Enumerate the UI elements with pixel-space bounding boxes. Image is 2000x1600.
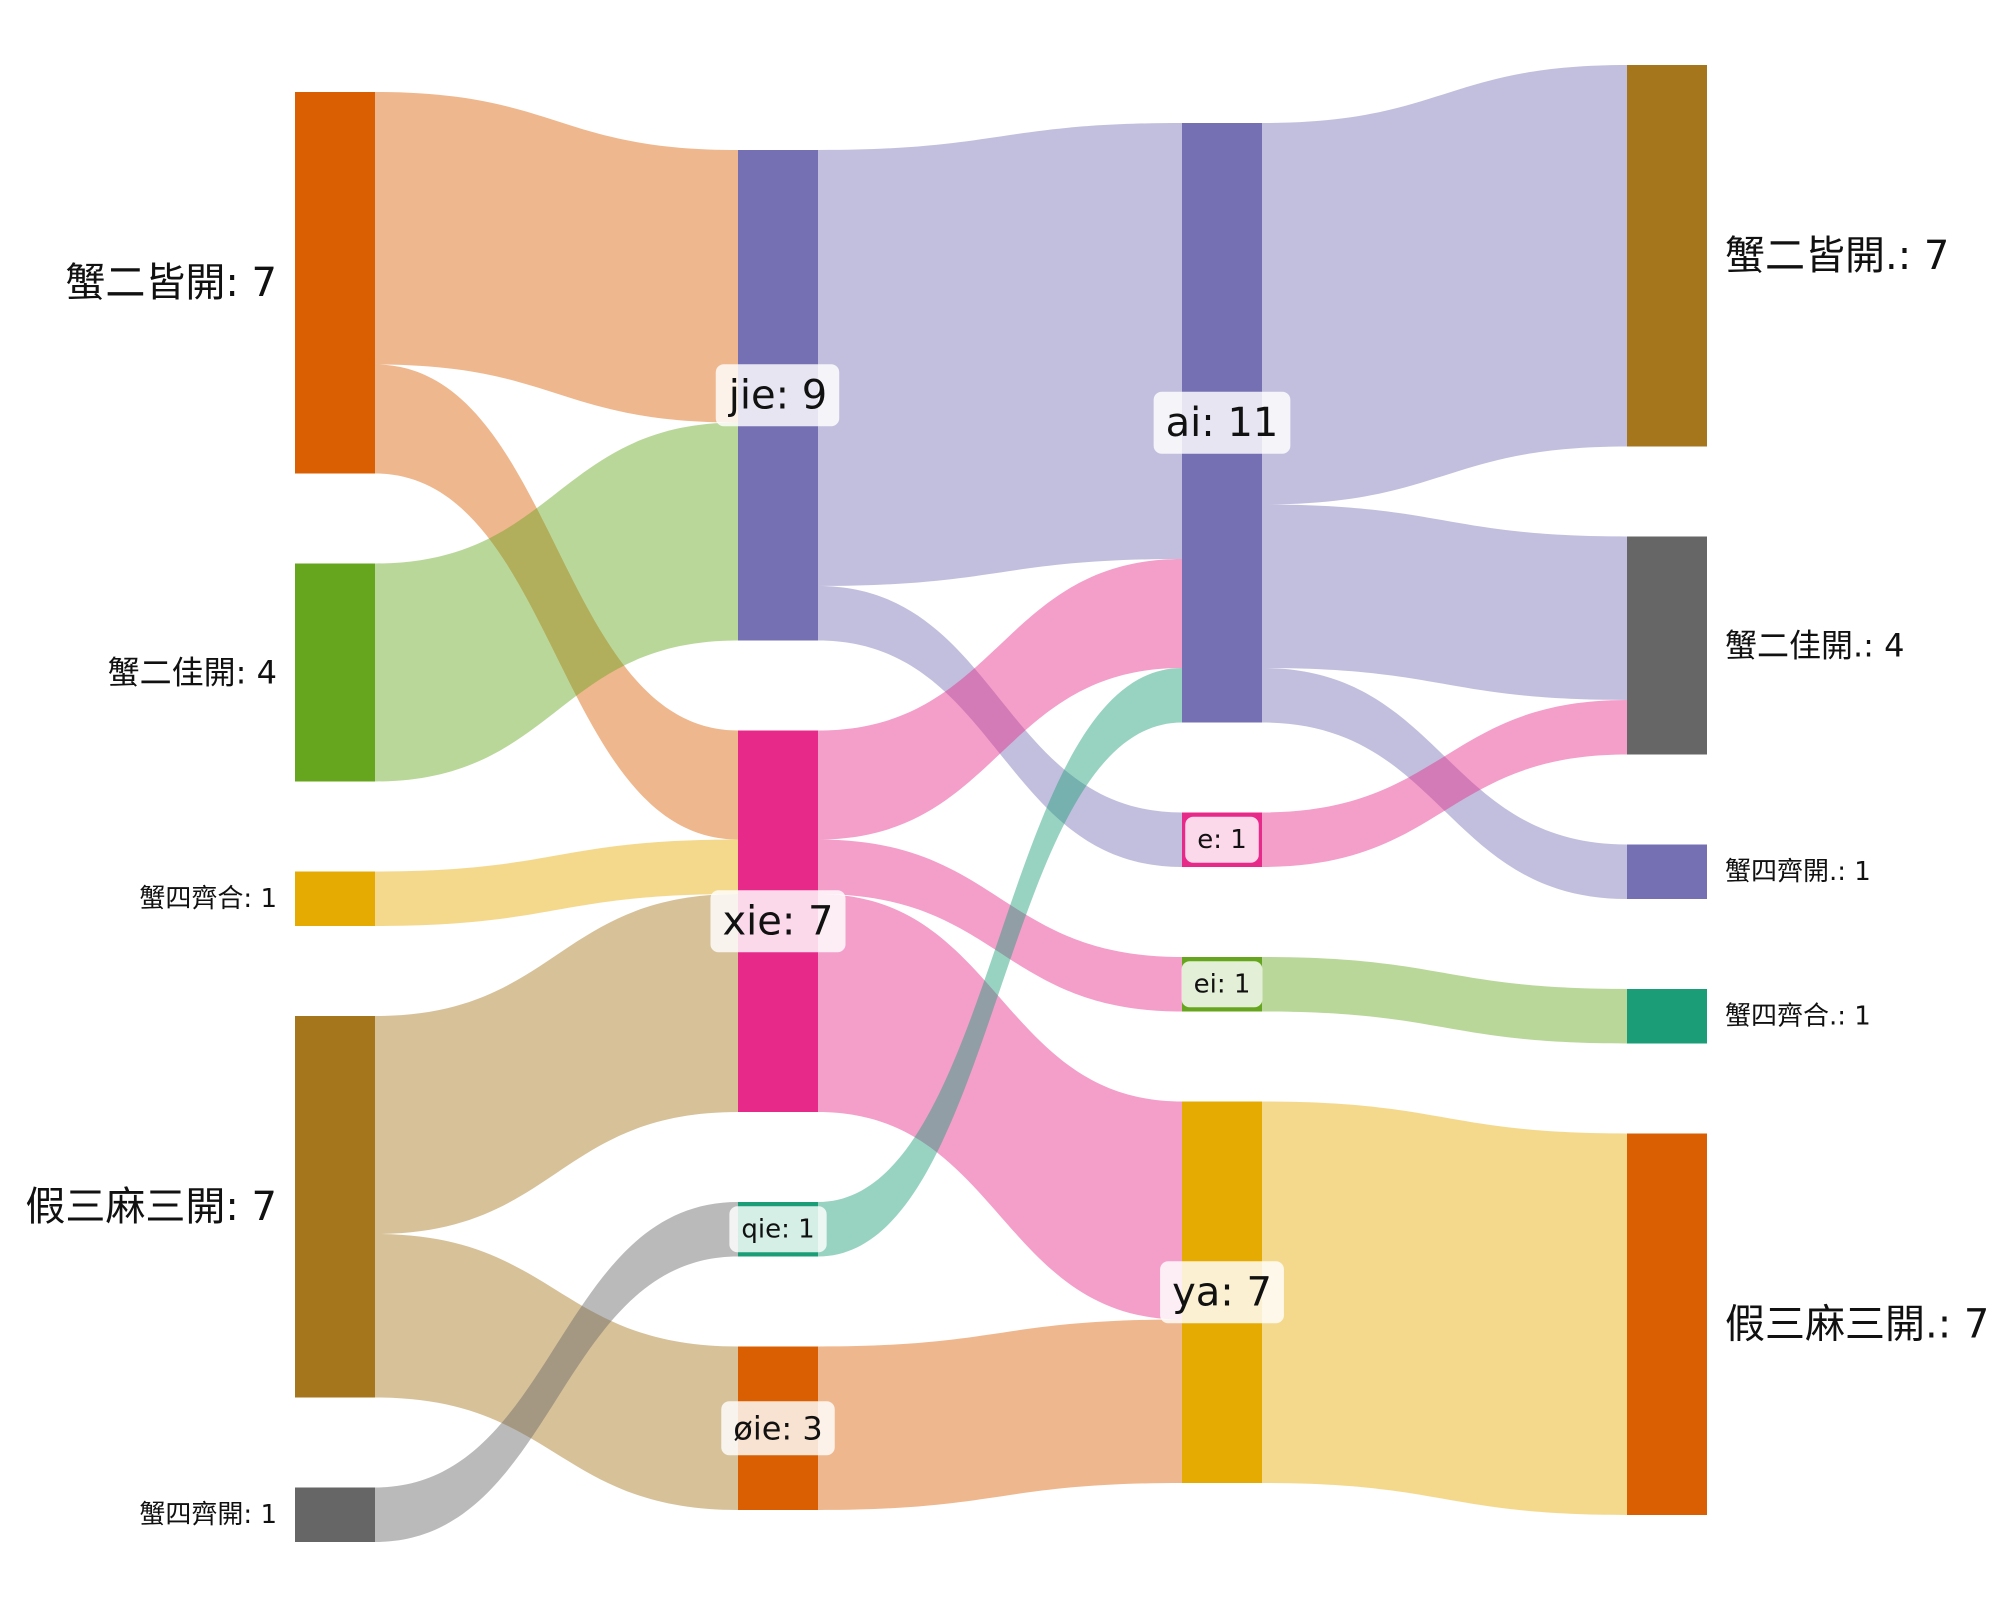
- link-layer: [375, 65, 1627, 1542]
- node-label: ai: 11: [1166, 400, 1279, 446]
- node-label: 蟹四齊開: 1: [139, 1500, 277, 1530]
- sankey-link: [1262, 700, 1627, 867]
- sankey-link: [1262, 957, 1627, 1044]
- node-label-background: [721, 1401, 835, 1456]
- node-label-background: [1153, 391, 1291, 454]
- sankey-link: [375, 839, 738, 926]
- sankey-node: [295, 1487, 375, 1542]
- sankey-link: [1262, 65, 1627, 505]
- node-label: ya: 7: [1172, 1269, 1272, 1315]
- sankey-link: [1262, 504, 1627, 700]
- node-label: xie: 7: [722, 898, 833, 944]
- node-label-background: [1181, 961, 1263, 1008]
- node-label: e: 1: [1197, 825, 1247, 855]
- sankey-node: [295, 563, 375, 782]
- node-label: 蟹四齊開.: 1: [1725, 857, 1871, 887]
- sankey-link: [375, 92, 738, 423]
- sankey-node: [295, 1016, 375, 1398]
- node-label: 蟹四齊合: 1: [139, 884, 277, 914]
- node-label: øie: 3: [733, 1409, 822, 1447]
- sankey-link: [818, 559, 1182, 840]
- node-label: 假三麻三開.: 7: [1725, 1301, 1989, 1347]
- node-layer: [295, 65, 1707, 1542]
- node-label: ei: 1: [1194, 969, 1251, 999]
- sankey-link: [375, 894, 738, 1234]
- sankey-link: [1262, 668, 1627, 899]
- sankey-link: [1262, 1101, 1627, 1515]
- node-label: 蟹二佳開.: 4: [1725, 627, 1905, 665]
- sankey-link: [818, 1319, 1182, 1510]
- node-label-background: [1185, 816, 1259, 863]
- node-label: jie: 9: [728, 372, 827, 418]
- node-label: 假三麻三開: 7: [25, 1184, 277, 1230]
- sankey-link: [375, 422, 738, 782]
- sankey-link: [375, 364, 738, 840]
- sankey-node: [1627, 536, 1707, 755]
- sankey-node: [1627, 844, 1707, 899]
- node-label: qie: 1: [741, 1214, 814, 1244]
- node-label-background: [715, 364, 840, 427]
- sankey-link: [375, 1234, 738, 1510]
- sankey-link: [818, 668, 1182, 1257]
- sankey-node: [1627, 989, 1707, 1044]
- sankey-link: [818, 839, 1182, 1012]
- sankey-node: [1627, 1133, 1707, 1515]
- node-label-background: [1160, 1261, 1284, 1324]
- sankey-link: [818, 586, 1182, 867]
- sankey-node: [295, 92, 375, 474]
- node-label: 蟹四齊合.: 1: [1725, 1001, 1871, 1031]
- node-label-background: [729, 1206, 827, 1253]
- sankey-node: [1627, 65, 1707, 447]
- node-label: 蟹二佳開: 4: [108, 654, 277, 692]
- node-label: 蟹二皆開.: 7: [1725, 233, 1949, 279]
- sankey-link: [818, 894, 1182, 1320]
- node-label-background: [710, 890, 846, 953]
- label-layer: 蟹二皆開: 7 蟹二佳開: 4 蟹四齊合: 1 假三麻三開: 7 蟹四齊開: 1 jie:…: [25, 233, 1989, 1530]
- sankey-link: [818, 123, 1182, 586]
- sankey-link: [375, 1202, 738, 1542]
- sankey-node: [295, 871, 375, 926]
- node-label: 蟹二皆開: 7: [65, 260, 277, 306]
